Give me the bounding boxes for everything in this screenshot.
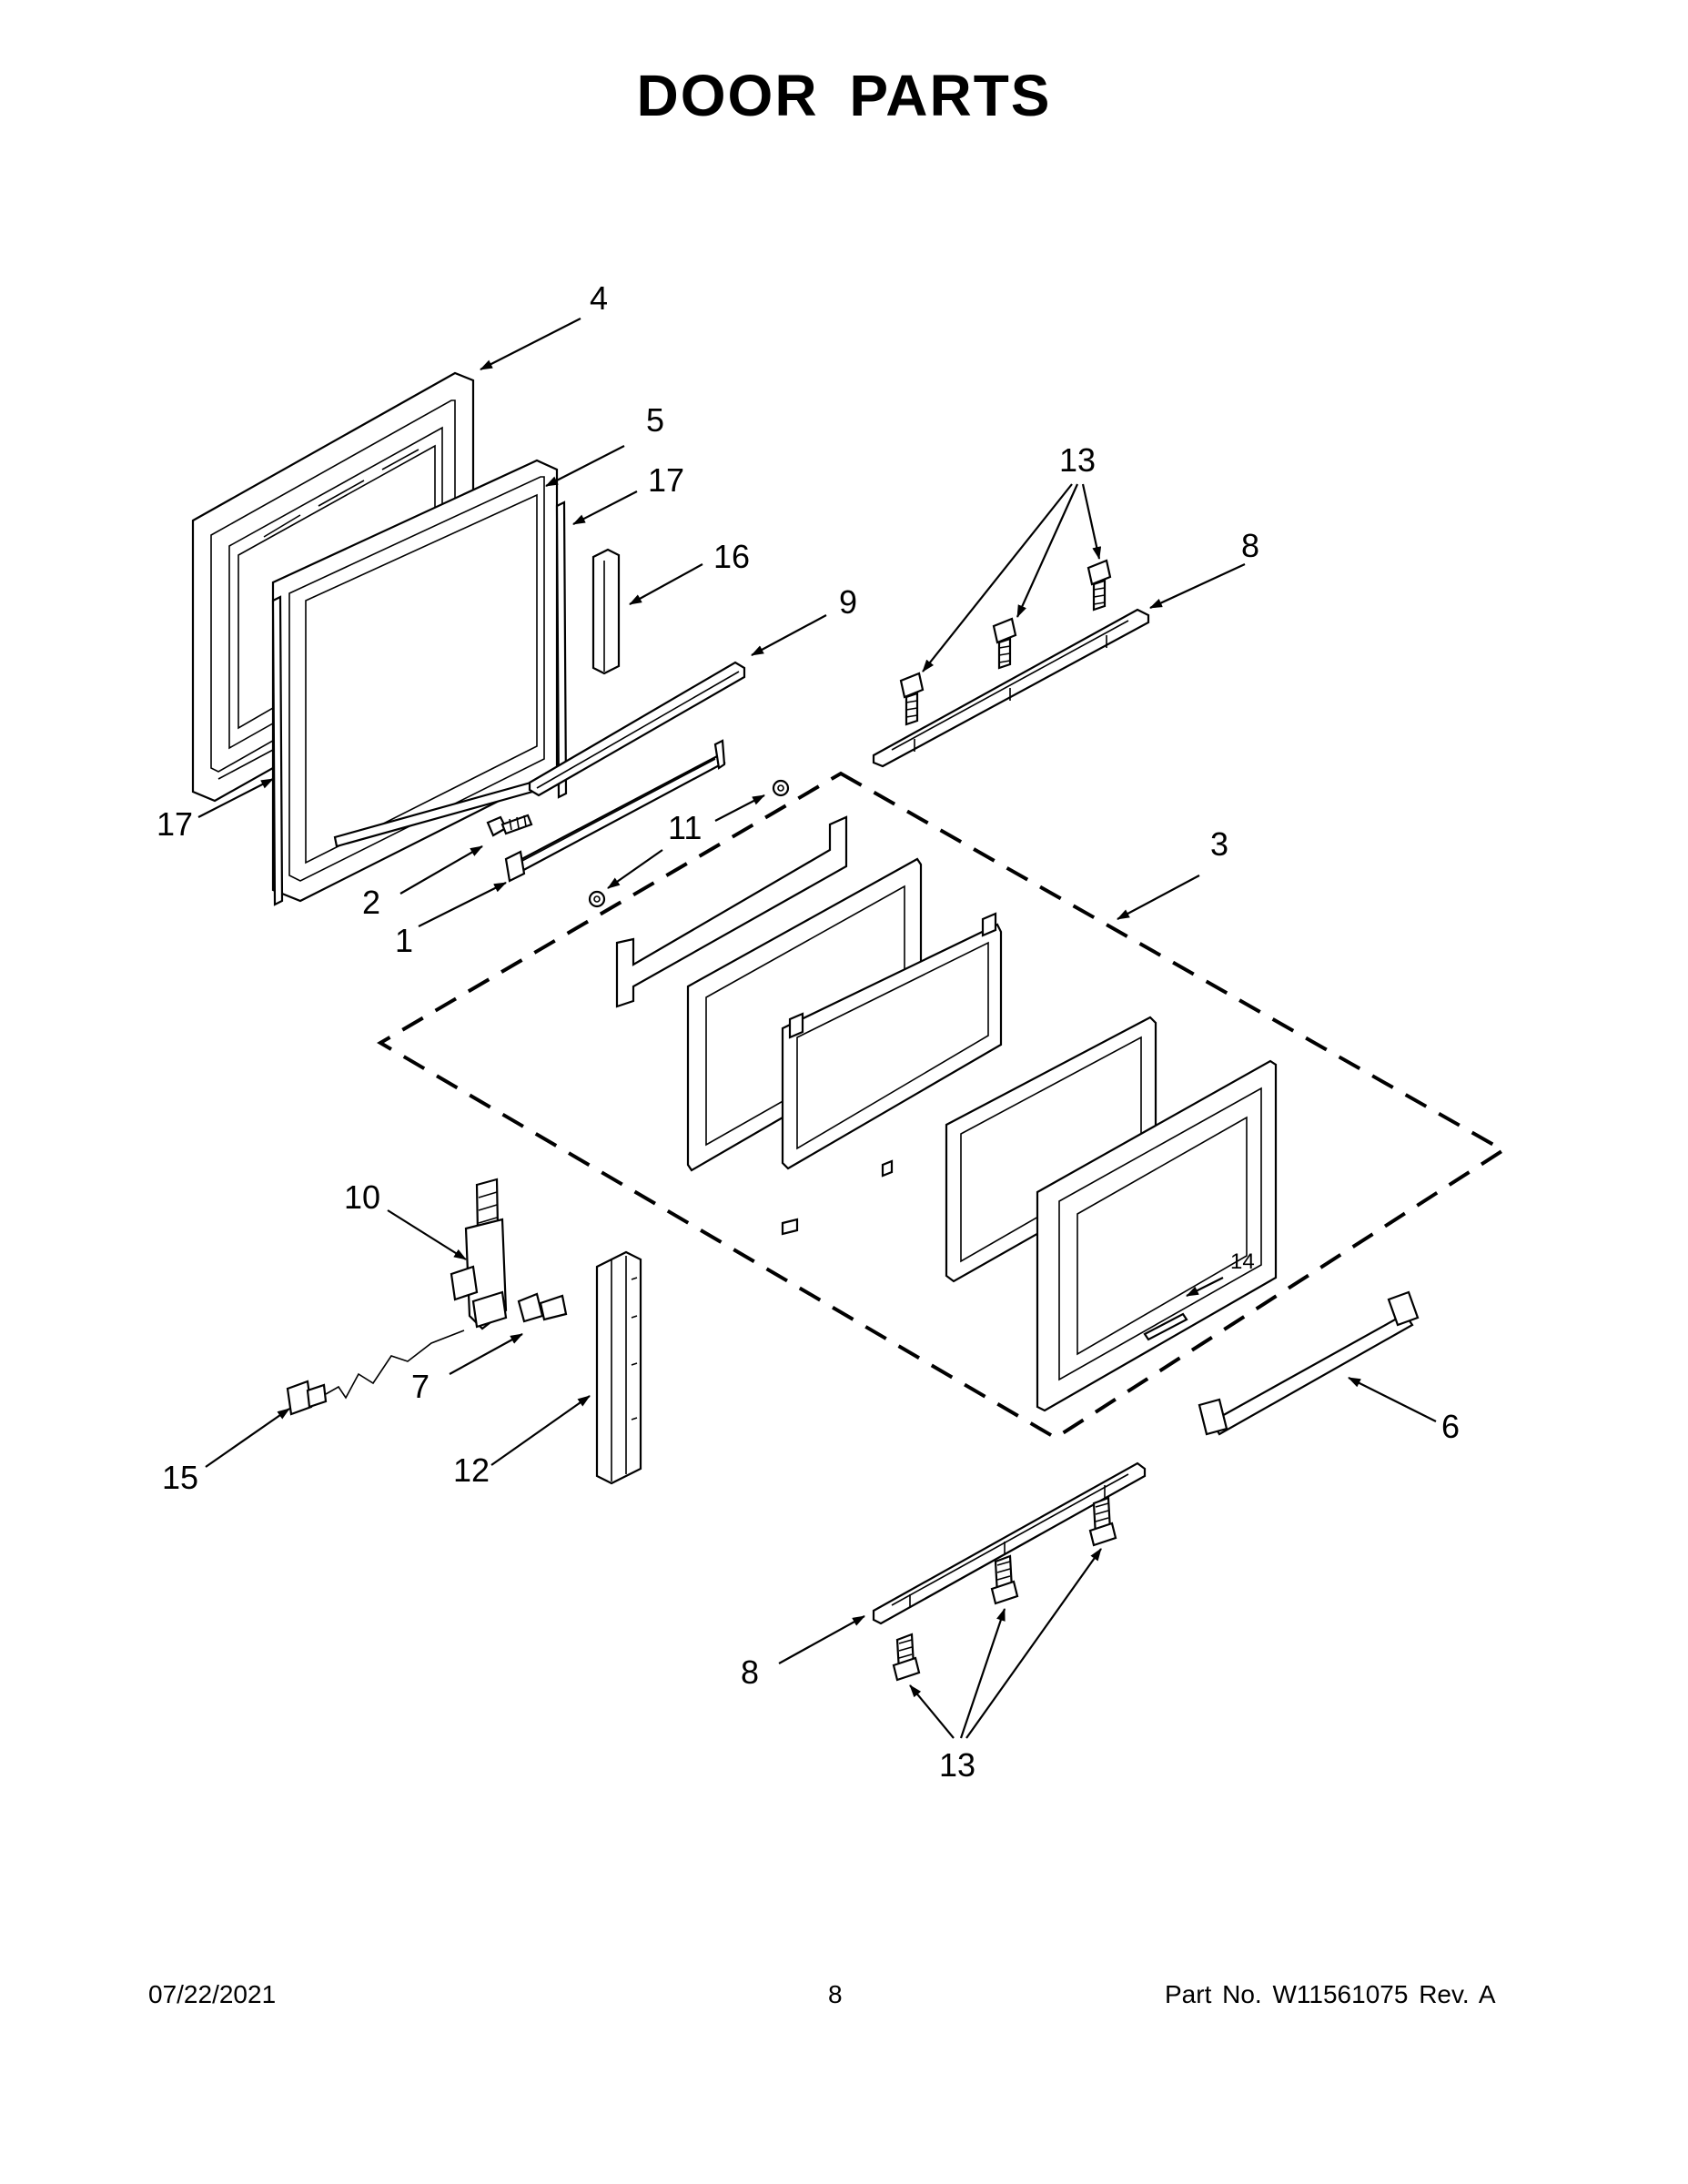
callout-15: 15: [162, 1459, 198, 1496]
callout-12: 12: [453, 1451, 490, 1489]
callout-8-bottom: 8: [741, 1653, 759, 1691]
outer-door-panel-part: [1036, 1059, 1278, 1412]
screw-bottom-c-part: [1088, 1496, 1117, 1547]
callout-13-bottom: 13: [939, 1746, 975, 1784]
callout-6: 6: [1441, 1408, 1460, 1445]
door-gasket-left-part: [271, 595, 284, 906]
hinge-receptacle-screw-part: [517, 1292, 568, 1323]
callout-16: 16: [713, 538, 750, 575]
brand-badge-part: [1143, 1312, 1188, 1341]
door-assembly-outline: [377, 771, 1507, 1441]
leader-lines: [197, 318, 1437, 1739]
callout-17-left: 17: [157, 805, 193, 843]
door-trim-bracket-bottom-part: [872, 1461, 1147, 1625]
callout-13-top: 13: [1059, 441, 1096, 479]
screw-top-a-part: [899, 672, 925, 726]
callout-2: 2: [362, 884, 380, 921]
callout-14: 14: [1230, 1249, 1255, 1274]
footer-date: 07/22/2021: [148, 1980, 277, 2008]
callout-9: 9: [839, 583, 857, 621]
door-hinge-part: [450, 1178, 508, 1330]
callout-4: 4: [590, 279, 608, 317]
screw-top-b-part: [992, 617, 1017, 670]
door-trim-bracket-top-part: [872, 608, 1150, 768]
callout-8-top: 8: [1241, 527, 1259, 564]
door-handle-part: [1198, 1290, 1420, 1436]
callout-5: 5: [646, 401, 664, 439]
hinge-cover-part: [595, 1250, 642, 1485]
screw-bottom-b-part: [990, 1554, 1019, 1605]
nut-lower-part: [588, 890, 606, 908]
callout-3: 3: [1210, 825, 1228, 863]
insulation-strip-part: [528, 661, 746, 797]
glass-frame-part: [781, 912, 1003, 1170]
hinge-channel-part: [504, 739, 726, 883]
callout-1: 1: [395, 922, 413, 959]
hinge-mount-screw-part: [286, 1330, 465, 1416]
callout-11: 11: [668, 809, 702, 846]
glass-bracket-part: [615, 815, 848, 1008]
screw-top-c-part: [1087, 559, 1112, 612]
callout-17-top: 17: [648, 461, 684, 499]
footer-part-number: Part No. W11561075 Rev. A: [1165, 1980, 1496, 2008]
hinge-screw-part: [486, 814, 533, 837]
footer-page-number: 8: [828, 1980, 843, 2008]
nut-upper-part: [772, 779, 790, 797]
screw-bottom-a-part: [892, 1633, 921, 1682]
door-gasket-right-part: [555, 500, 568, 799]
callout-7: 7: [411, 1368, 430, 1405]
frame-clip-part: [781, 1159, 894, 1236]
callout-labels: 4 5 17 16 9 13 8 17 11 2 1 3 10 14 7 15 …: [157, 279, 1460, 1784]
door-spacer-part: [591, 548, 621, 675]
callout-10: 10: [344, 1178, 380, 1216]
page-title: DOOR PARTS: [636, 63, 1052, 128]
